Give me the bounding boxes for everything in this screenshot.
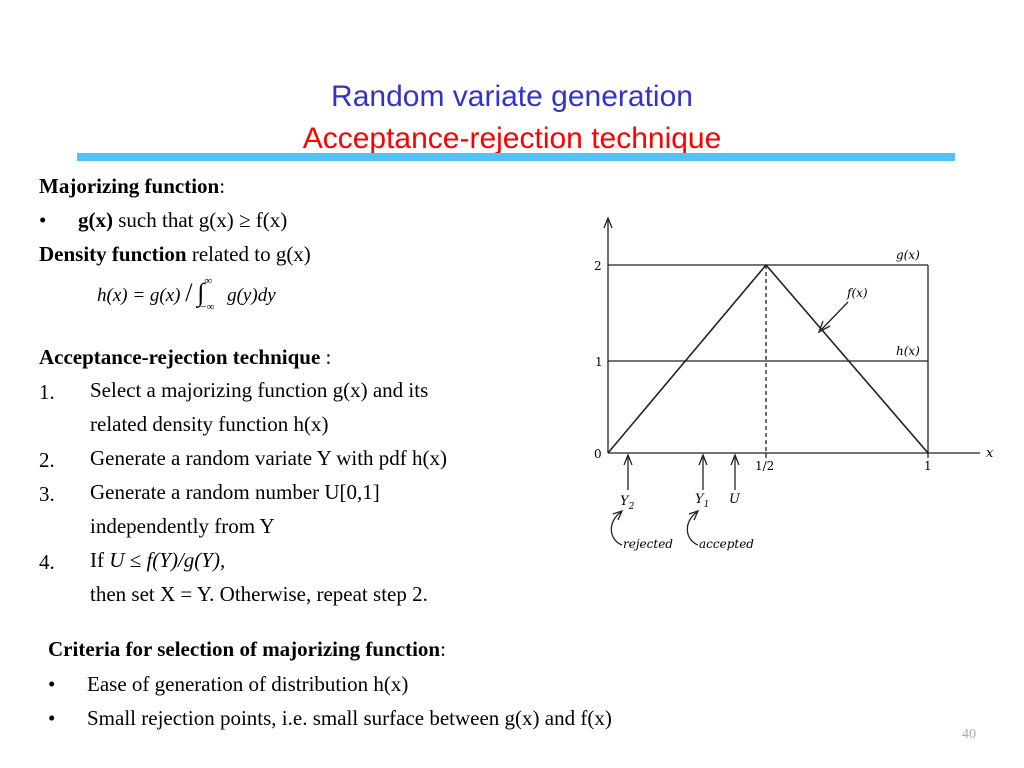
accepted-label: accepted (699, 537, 754, 551)
y-tick-0: 0 (594, 447, 602, 461)
x-axis-label: x (986, 446, 994, 461)
y1-label: Y1 (695, 492, 709, 510)
step-1-line2: related density function h(x) (90, 412, 329, 436)
formula-integrand: g(y)dy (227, 285, 276, 306)
majorizing-heading-colon: : (219, 174, 226, 198)
x-tick-1: 1 (924, 459, 932, 473)
criteria-heading-colon: : (440, 637, 446, 661)
technique-heading-colon: : (320, 345, 332, 369)
formula-lhs: h(x) = g(x) (97, 285, 181, 306)
page-number: 40 (962, 727, 976, 742)
step-3-number: 3. (39, 482, 55, 506)
title-underline-bar (77, 153, 955, 161)
f-curve (607, 263, 929, 454)
step-4-prefix: If (90, 548, 110, 572)
criteria-bullet-2-text: Small rejection points, i.e. small surfa… (87, 706, 612, 730)
step-1-number: 1. (39, 380, 55, 404)
density-bold: Density function (39, 242, 187, 266)
step-3-line1: Generate a random number U[0,1] (90, 480, 380, 504)
y1-label-sub: 1 (704, 500, 710, 510)
bullet-icon: • (48, 706, 56, 730)
slide-title-line2: Acceptance-rejection technique (302, 122, 722, 155)
step-2-number: 2. (39, 448, 55, 472)
density-formula: h(x) = g(x) / ∫ ∞ −∞ g(y)dy (97, 274, 276, 313)
majorizing-bullet-rest: such that g(x) ≥ f(x) (113, 208, 288, 232)
g-label: g(x) (896, 248, 920, 262)
y-tick-1: 1 (595, 355, 603, 369)
f-label: f(x) (846, 286, 868, 300)
density-rest: related to g(x) (186, 242, 311, 266)
bullet-icon: • (48, 672, 56, 696)
y2-label: Y2 (620, 494, 635, 512)
technique-heading-text: Acceptance-rejection technique (39, 345, 321, 369)
majorizing-bullet: • g(x) such that g(x) ≥ f(x) (39, 203, 287, 237)
y2-label-sub: 2 (628, 502, 635, 512)
bullet-icon: • (39, 208, 47, 232)
slide-title-line1: Random variate generation (331, 80, 693, 113)
density-line: Density function related to g(x) (39, 237, 311, 271)
step-4-condition: U ≤ f(Y)/g(Y), (109, 548, 226, 572)
criteria-heading: Criteria for selection of majorizing fun… (48, 632, 446, 666)
formula-integral-sign: ∫ (197, 278, 205, 307)
step-1-line1: Select a majorizing function g(x) and it… (90, 378, 429, 402)
rejected-arrow (610, 511, 623, 546)
step-4-number: 4. (39, 550, 55, 574)
y1-label-main: Y (695, 492, 705, 507)
rejected-label: rejected (623, 537, 673, 551)
majorizing-bullet-bold: g(x) (78, 208, 113, 232)
step-4-line1: If U ≤ f(Y)/g(Y), (90, 543, 225, 577)
step-2-line1: Generate a random variate Y with pdf h(x… (90, 446, 448, 470)
step-3-line2: independently from Y (90, 514, 275, 538)
formula-lower-limit: −∞ (200, 300, 215, 313)
technique-heading: Acceptance-rejection technique : (39, 340, 331, 374)
y-axis-arrow (603, 216, 613, 229)
formula-upper-limit: ∞ (204, 274, 213, 287)
h-label: h(x) (896, 344, 920, 358)
f-label-pointer (820, 301, 849, 331)
u-label: U (729, 492, 741, 507)
criteria-heading-text: Criteria for selection of majorizing fun… (48, 637, 441, 661)
criteria-bullet-2: • Small rejection points, i.e. small surf… (48, 701, 612, 735)
acceptance-rejection-figure: 2 1 0 1/2 1 x g(x) f(x) h(x) Y2 Y1 U rej… (594, 216, 994, 551)
majorizing-heading: Majorizing function: (39, 169, 225, 203)
criteria-bullet-1-text: Ease of generation of distribution h(x) (87, 672, 409, 696)
y2-label-main: Y (620, 494, 630, 509)
x-tick-half: 1/2 (755, 459, 774, 473)
majorizing-heading-text: Majorizing function (39, 174, 220, 198)
step-4-line2: then set X = Y. Otherwise, repeat step 2… (90, 582, 428, 606)
accepted-arrow (686, 511, 699, 546)
y-tick-2: 2 (594, 259, 602, 273)
criteria-bullet-1: • Ease of generation of distribution h(x) (48, 667, 408, 701)
